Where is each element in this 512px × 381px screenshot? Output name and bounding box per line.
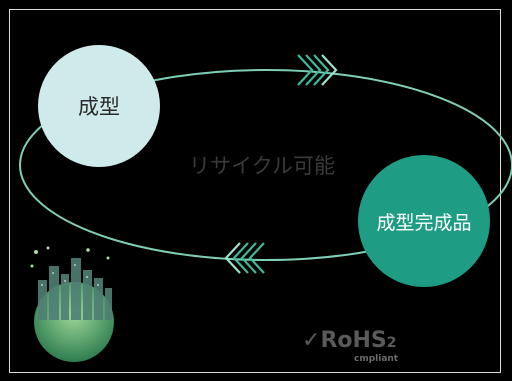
- rohs-logo-text: RoHS: [320, 328, 387, 353]
- node-molding-label: 成型: [78, 95, 120, 119]
- rohs-compliant-text: cmpliant: [354, 354, 399, 364]
- diagram-frame: [9, 9, 501, 373]
- node-molding: 成型: [38, 45, 160, 167]
- recyclable-label: リサイクル可能: [189, 154, 335, 178]
- rohs-badge: ✓RoHS2 cmpliant: [302, 328, 398, 364]
- check-icon: ✓: [302, 328, 321, 353]
- triple-chevron-right-icon: [297, 54, 338, 86]
- triple-chevron-left-icon: [224, 242, 265, 274]
- node-finished-product-label: 成型完成品: [376, 211, 472, 234]
- rohs-version: 2: [386, 335, 397, 351]
- eco-city-globe-icon: [30, 246, 114, 362]
- node-finished-product: 成型完成品: [358, 155, 490, 287]
